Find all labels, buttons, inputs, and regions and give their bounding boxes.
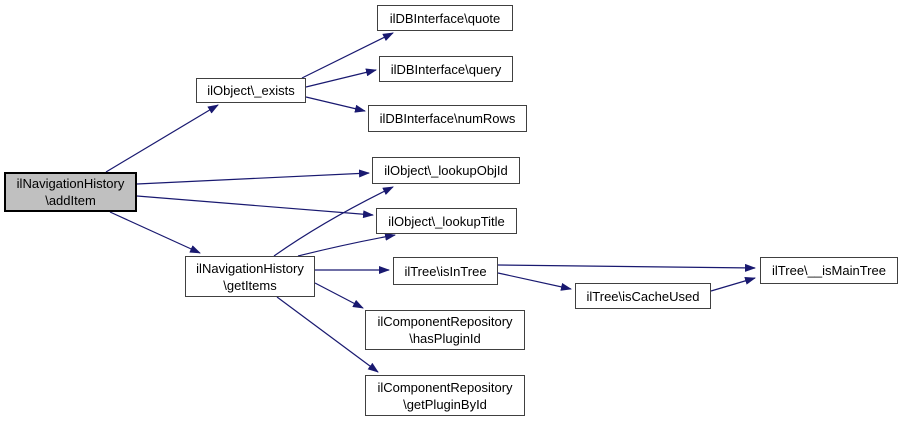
edge-add-item-get-items [109, 211, 201, 254]
node-label: ilNavigationHistory [196, 260, 304, 276]
node-label: ilComponentRepository [377, 314, 513, 329]
node-lookup-title[interactable]: ilObject\_lookupTitle [376, 208, 517, 234]
node-label: ilTree\isInTree [404, 263, 487, 279]
node-label: ilDBInterface\query [390, 61, 502, 77]
node-label: ilObject\_exists [207, 83, 295, 98]
edge-get-items-has-plugin-id [314, 282, 364, 309]
node-get-plugin-by-id[interactable]: ilComponentRepository\getPluginById [365, 375, 525, 416]
edge-exists-num-rows [305, 96, 366, 113]
node-label: ilTree\isCacheUsed [586, 288, 700, 304]
edge-is-in-tree-is-main-tree [497, 263, 756, 272]
edge-add-item-lookup-obj-id [136, 169, 370, 185]
node-has-plugin-id[interactable]: ilComponentRepository \hasPluginId [365, 310, 525, 350]
node-label: ilDBInterface\numRows [379, 111, 516, 126]
node-lookup-obj-id[interactable]: ilObject\_lookupObjId [372, 157, 520, 184]
edge-get-items-get-plugin-by-id [276, 296, 379, 373]
node-label: ilTree\__isMainTree [772, 263, 886, 278]
node-num-rows[interactable]: ilDBInterface\numRows [368, 105, 527, 132]
node-label: \hasPluginId [409, 331, 481, 346]
edge-get-items-lookup-title [297, 232, 396, 257]
edge-exists-quote [301, 32, 394, 79]
node-exists[interactable]: ilObject\_exists [196, 78, 306, 103]
node-is-in-tree[interactable]: ilTree\isInTree [393, 257, 498, 285]
node-label: \getPluginById [403, 396, 487, 412]
node-add-item: ilNavigationHistory \addItem [4, 172, 137, 212]
edge-get-items-lookup-obj-id [273, 186, 394, 257]
edge-add-item-lookup-title [136, 195, 374, 219]
node-label: ilObject\_lookupTitle [388, 213, 505, 229]
node-is-main-tree[interactable]: ilTree\__isMainTree [760, 257, 898, 284]
edge-group [105, 32, 756, 373]
node-query[interactable]: ilDBInterface\query [379, 56, 513, 82]
edge-is-in-tree-is-cache-used [497, 272, 572, 291]
node-label: ilObject\_lookupObjId [384, 163, 508, 178]
node-label: \getItems [223, 277, 277, 293]
edge-exists-query [305, 68, 377, 88]
node-label: ilDBInterface\quote [389, 10, 501, 26]
node-label: ilNavigationHistory [16, 176, 125, 191]
node-quote[interactable]: ilDBInterface\quote [377, 5, 513, 31]
edge-add-item-exists [105, 104, 219, 173]
node-is-cache-used[interactable]: ilTree\isCacheUsed [575, 283, 711, 309]
node-label: \addItem [45, 193, 96, 208]
node-label: ilComponentRepository [377, 379, 513, 395]
edge-is-cache-used-is-main-tree [710, 276, 756, 292]
node-get-items[interactable]: ilNavigationHistory\getItems [185, 256, 315, 297]
